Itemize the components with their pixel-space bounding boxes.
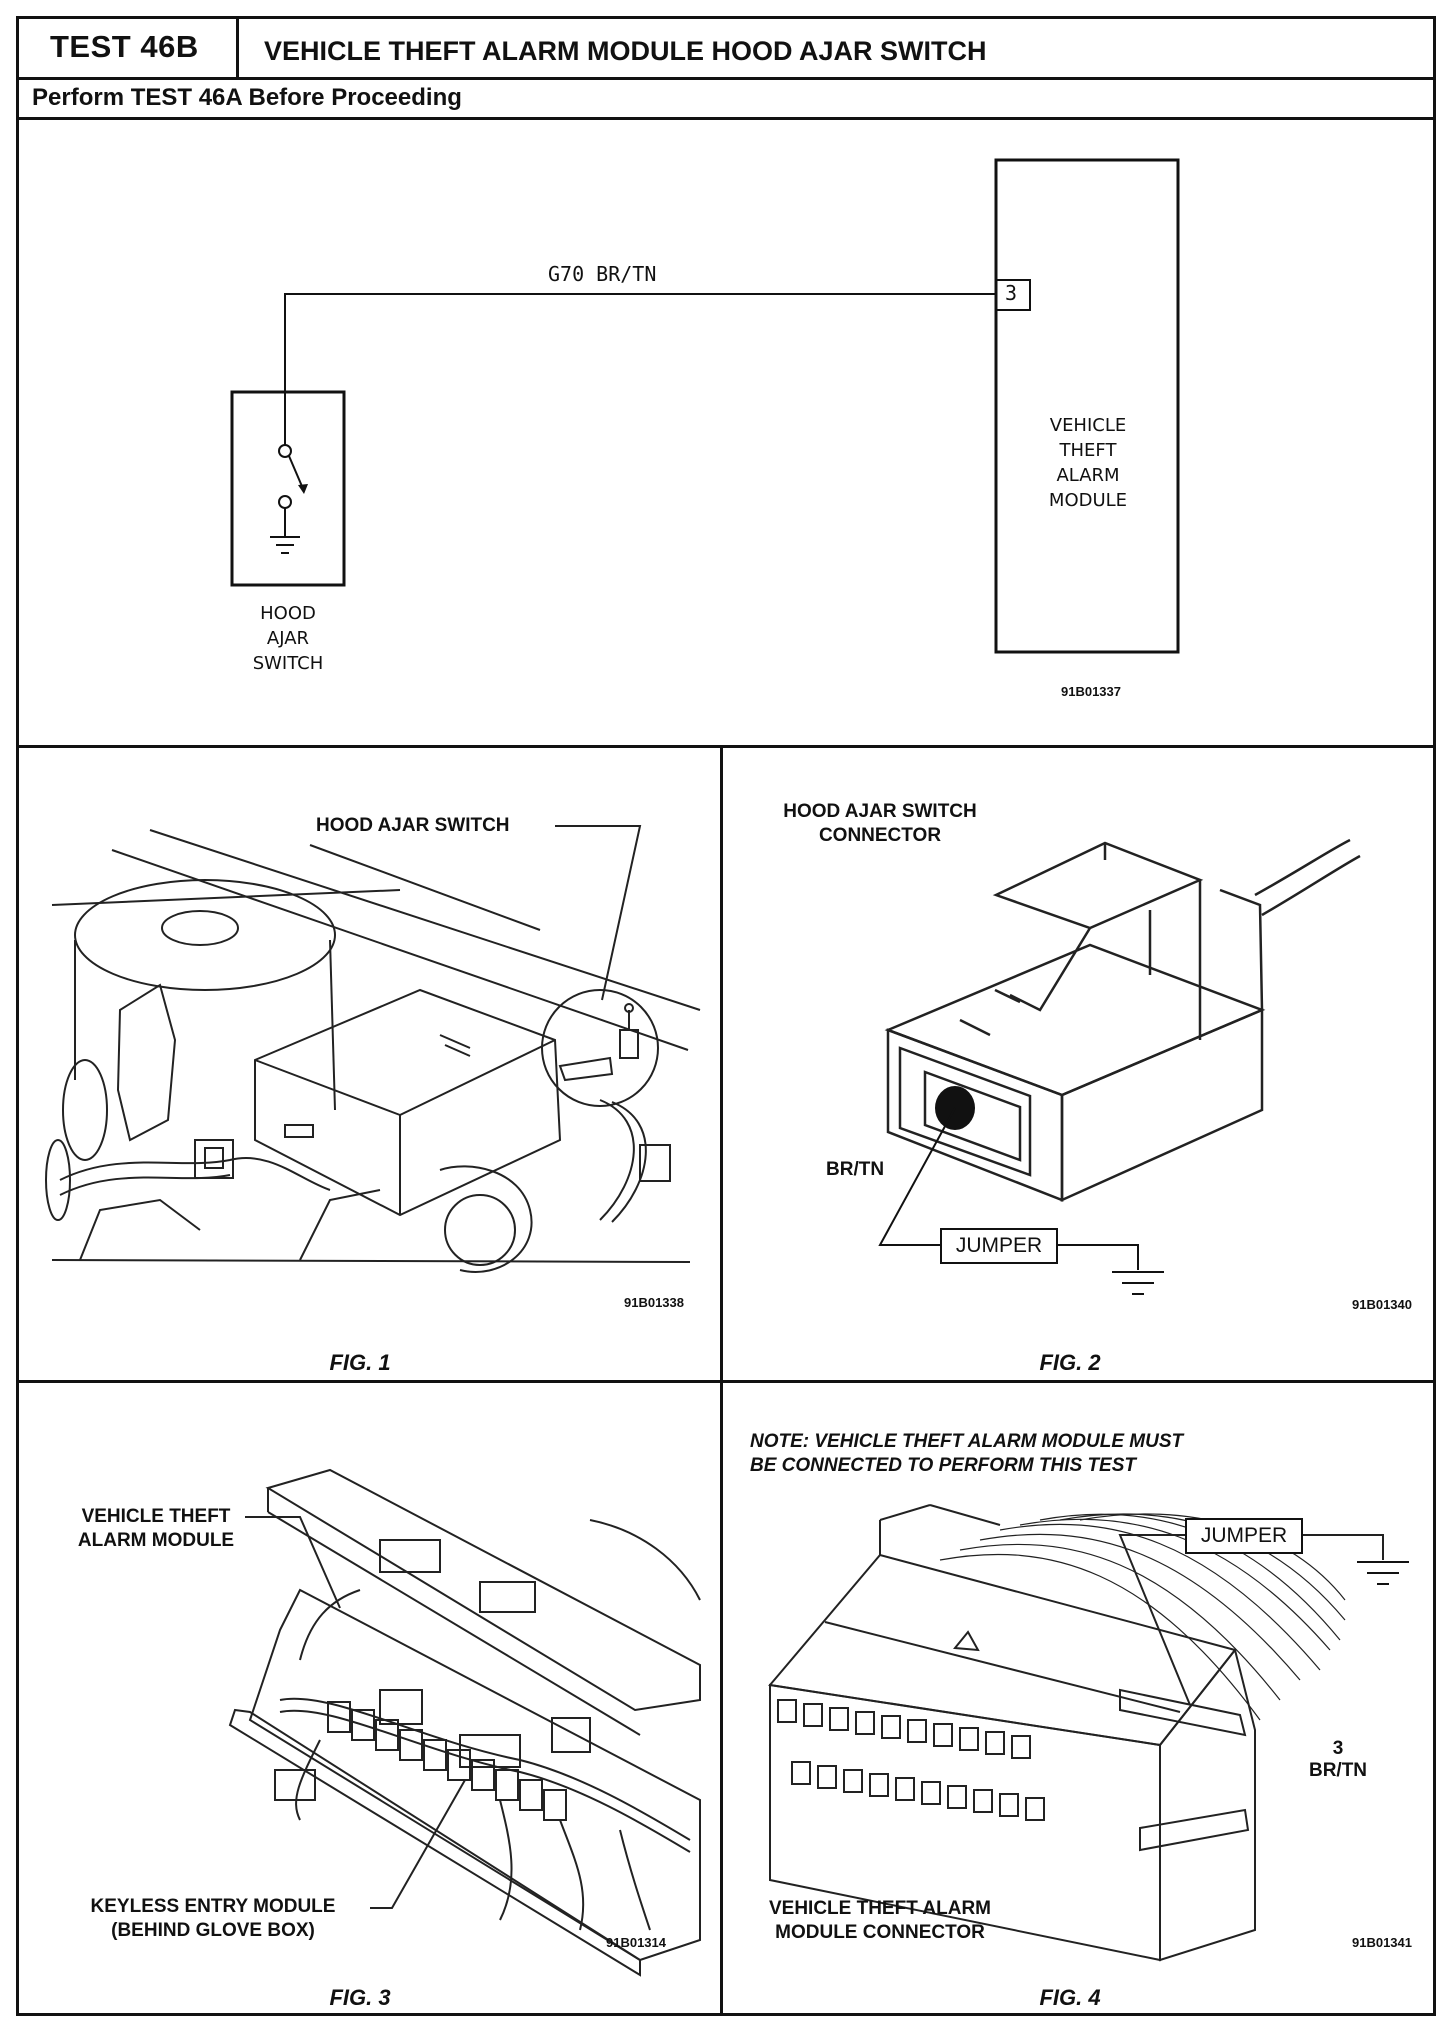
fig3-callout-alarm-module: VEHICLE THEFT ALARM MODULE <box>77 1506 235 1551</box>
fig4-pin-cavity <box>921 1781 941 1805</box>
fig2-ref-code: 91B01340 <box>1352 1297 1412 1312</box>
fig4-pin-cavity <box>947 1785 967 1809</box>
fig4-connector-label: VEHICLE THEFT ALARM MODULE CONNECTOR <box>768 1898 991 1943</box>
fig1-caption: FIG. 1 <box>329 1350 391 1375</box>
fig4-note: NOTE: VEHICLE THEFT ALARM MODULE MUST BE… <box>750 1431 1184 1476</box>
fig4-pin-cavity <box>843 1769 863 1793</box>
pin-number: 3 <box>1005 281 1018 305</box>
fig4-pin-cavity <box>959 1727 979 1751</box>
fig4-pin-cavity <box>973 1789 993 1813</box>
fig3-leader-keyless <box>370 1779 466 1909</box>
hood-switch-detail <box>541 989 659 1107</box>
fig4-pin-cavity <box>829 1707 849 1731</box>
fig4-pin-cavity <box>881 1715 901 1739</box>
fig4-pin-cavity <box>985 1731 1005 1755</box>
switch-label: HOOD AJAR SWITCH <box>252 603 324 674</box>
switch-contact-upper <box>278 444 292 458</box>
fig3-harness-connectors <box>327 1701 567 1821</box>
fig3-callout-keyless-entry: KEYLESS ENTRY MODULE (BEHIND GLOVE BOX) <box>90 1896 336 1941</box>
module-label: VEHICLE THEFT ALARM MODULE <box>1048 415 1128 511</box>
fig4-pin-cavity <box>933 1723 953 1747</box>
fig3-leader-alarm-module <box>245 1516 341 1609</box>
page-frame <box>16 16 1436 2016</box>
fig4-pin-cavity <box>999 1793 1019 1817</box>
fig4-pin-cavity <box>1025 1797 1045 1821</box>
figrow-divider <box>16 1380 1436 1383</box>
fig4-ref-code: 91B01341 <box>1352 1935 1412 1950</box>
fig3-ref-code: 91B01314 <box>606 1935 666 1950</box>
relay-box <box>254 988 562 1217</box>
booster-top <box>74 879 336 991</box>
fig2-ground-icon <box>1112 1271 1164 1295</box>
header-divider <box>16 77 1436 80</box>
fig4-pin-cavity <box>895 1777 915 1801</box>
fig3-caption: FIG. 3 <box>329 1985 391 2010</box>
switch-box <box>230 390 346 587</box>
schematic-divider <box>16 745 1436 748</box>
fig2-connector-illustration <box>878 838 1361 1295</box>
fig1-ref-code: 91B01338 <box>624 1295 684 1310</box>
fig4-pin-label: 3 BR/TN <box>1308 1738 1368 1781</box>
prerequisite-note: Perform TEST 46A Before Proceeding <box>32 84 462 111</box>
fig4-pin-cavity <box>1011 1735 1031 1759</box>
fig1-callout-leader <box>555 825 642 1001</box>
fig4-ground-icon <box>1357 1561 1409 1585</box>
fig4-jumper-box: JUMPER <box>1185 1518 1303 1554</box>
ground-icon <box>270 536 300 554</box>
prereq-divider <box>16 117 1436 120</box>
fig1-engine-illustration <box>45 825 701 1273</box>
fig4-pin-cavity <box>855 1711 875 1735</box>
fig4-jumper-leader <box>1118 1534 1191 1706</box>
fig4-pin-cavity <box>803 1703 823 1727</box>
fig4-pin-cavity <box>817 1765 837 1789</box>
fig4-pin-rows <box>777 1699 1045 1821</box>
circuit-schematic <box>230 158 1180 654</box>
module-box <box>994 158 1180 654</box>
fig2-title: HOOD AJAR SWITCH CONNECTOR <box>783 801 977 846</box>
fig4-pin-cavity <box>907 1719 927 1743</box>
fig4-pin-cavity <box>869 1773 889 1797</box>
fig1-callout-hood-ajar-switch: HOOD AJAR SWITCH <box>316 815 510 836</box>
fig2-jumper-box: JUMPER <box>940 1228 1058 1264</box>
wire-g70 <box>284 293 996 432</box>
fig2-wire-label: BR/TN <box>826 1159 885 1180</box>
fig4-caption: FIG. 4 <box>1039 1985 1101 2010</box>
schematic-ref-code: 91B01337 <box>1061 684 1121 699</box>
header-id-divider <box>236 16 239 78</box>
fig4-pin-cavity <box>791 1761 811 1785</box>
fig4-pin-cavity <box>777 1699 797 1723</box>
test-id: TEST 46B <box>50 29 199 64</box>
test-title: VEHICLE THEFT ALARM MODULE HOOD AJAR SWI… <box>264 36 987 66</box>
fig2-caption: FIG. 2 <box>1039 1350 1101 1375</box>
figure-column-divider <box>720 745 723 2015</box>
wire-label: G70 BR/TN <box>548 262 657 286</box>
fig2-jumper-wire <box>878 1107 956 1246</box>
